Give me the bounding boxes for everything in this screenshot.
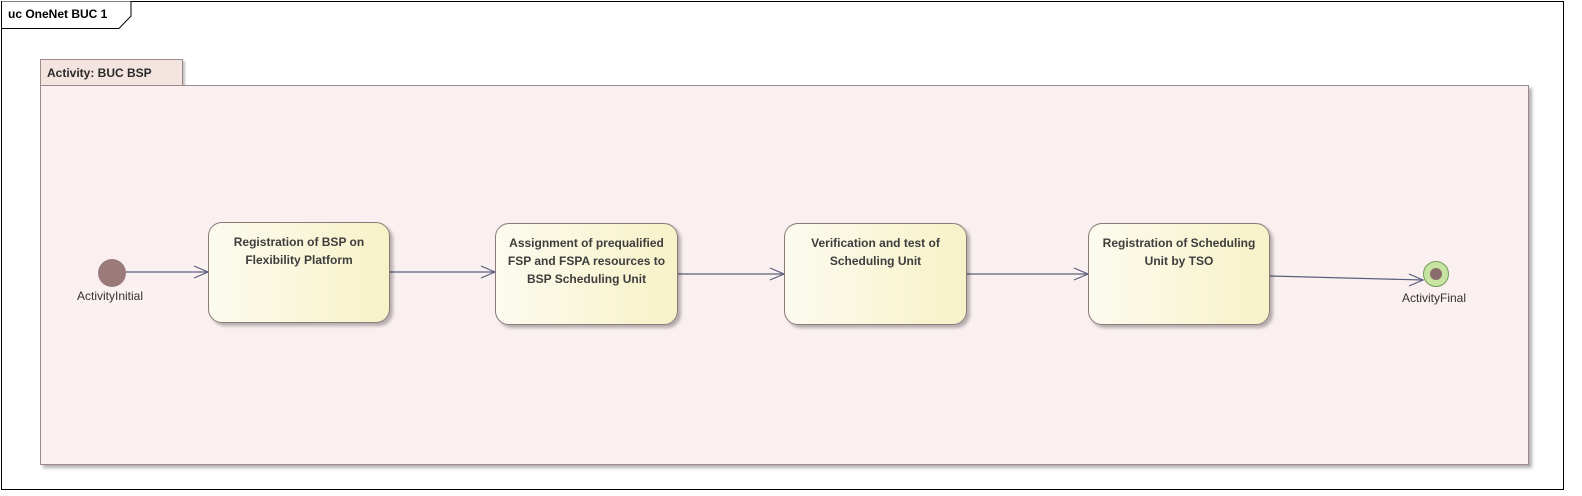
- action-label-line: Registration of Scheduling: [1102, 236, 1256, 250]
- frame-tab-outline: [1, 1, 132, 29]
- flow-action-3-to-action-4: [967, 267, 1090, 281]
- action-label-line: BSP Scheduling Unit: [526, 272, 647, 286]
- action-label-line: Verification and test of: [811, 236, 940, 250]
- activity-title-tab: Activity: BUC BSP: [40, 59, 183, 86]
- action-registration-of-bsp[interactable]: Registration of BSP on Flexibility Platf…: [208, 222, 390, 323]
- action-label-line: Registration of BSP on: [233, 235, 365, 249]
- frame-title: uc OneNet BUC 1: [8, 7, 108, 21]
- action-label-line: Flexibility Platform: [245, 253, 353, 267]
- activity-final-node[interactable]: [1423, 261, 1449, 287]
- flow-initial-to-action-1: [126, 265, 210, 279]
- activity-title: Activity: BUC BSP: [47, 66, 152, 80]
- flow-action-1-to-action-2: [390, 265, 497, 279]
- flow-action-4-to-final: [1269, 273, 1425, 287]
- action-label-line: FSP and FSPA resources to: [507, 254, 666, 268]
- action-label-line: Unit by TSO: [1144, 254, 1214, 268]
- activity-final-label: ActivityFinal: [1402, 291, 1467, 305]
- action-verification-and-test[interactable]: Verification and test of Scheduling Unit: [784, 223, 967, 325]
- final-node-inner-dot: [1430, 268, 1442, 280]
- action-assignment-of-resources[interactable]: Assignment of prequalified FSP and FSPA …: [495, 223, 678, 325]
- action-label-line: Scheduling Unit: [829, 254, 922, 268]
- activity-initial-label: ActivityInitial: [77, 289, 144, 303]
- flow-action-2-to-action-3: [678, 267, 786, 281]
- activity-initial-node[interactable]: [98, 259, 126, 287]
- action-label-line: Assignment of prequalified: [509, 236, 664, 250]
- action-registration-by-tso[interactable]: Registration of Scheduling Unit by TSO: [1088, 223, 1270, 325]
